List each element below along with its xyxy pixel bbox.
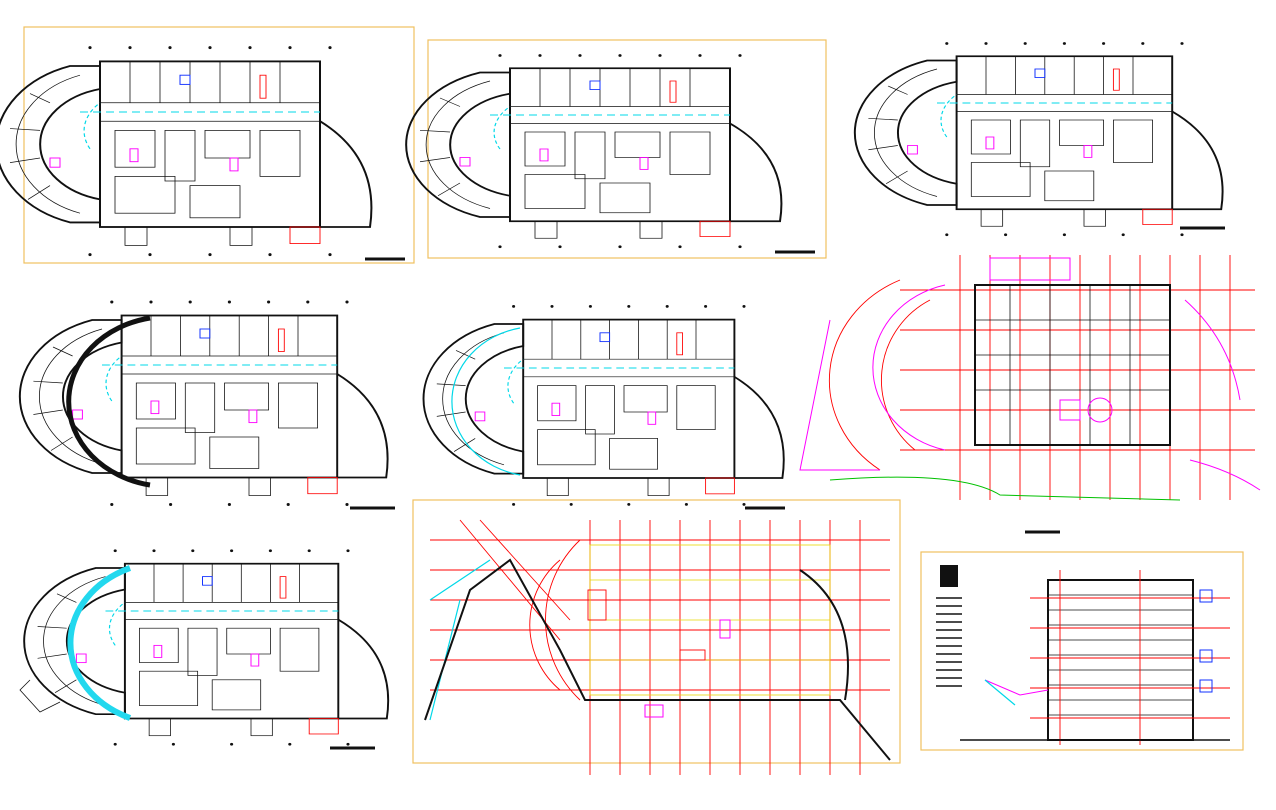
floor-plan-3 — [853, 41, 1225, 238]
floor-plan-1 — [0, 26, 415, 264]
floor-plan-5 — [422, 304, 785, 510]
site-plan-magenta — [799, 255, 1261, 534]
ground-plan-grid — [412, 499, 901, 775]
building-section — [920, 551, 1244, 751]
floor-plan-4 — [18, 299, 395, 510]
floor-plan-2 — [405, 39, 827, 259]
floor-plan-6 — [19, 548, 390, 750]
